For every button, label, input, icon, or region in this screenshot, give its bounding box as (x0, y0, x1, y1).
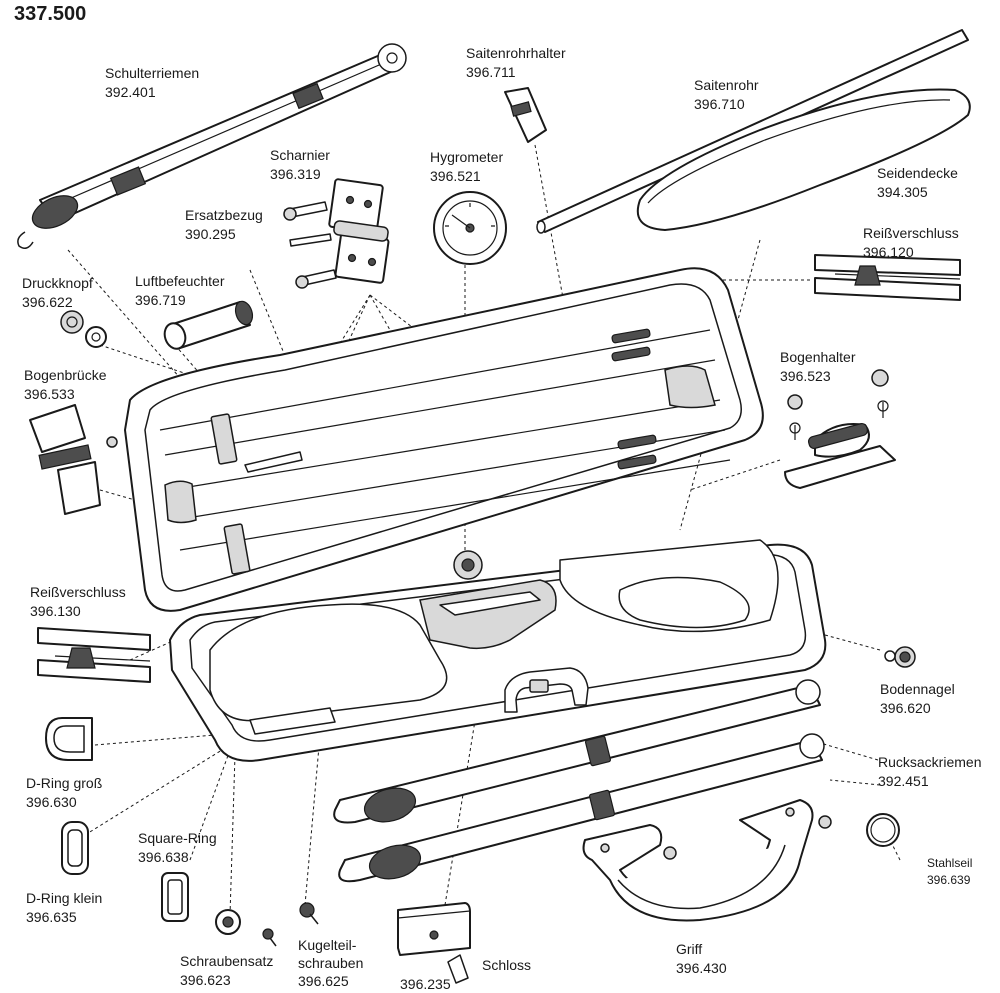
label-hygrometer: Hygrometer 396.521 (430, 149, 507, 184)
label-d-ring-gross: D-Ring groß 396.630 (26, 775, 106, 810)
hygrometer-icon (433, 191, 507, 265)
steel-cable-icon (866, 813, 900, 847)
label-bogenbruecke: Bogenbrücke 396.533 (24, 367, 110, 402)
label-saitenrohrhalter: Saitenrohrhalter 396.711 (466, 45, 570, 80)
screw-set-icon (215, 909, 277, 947)
snap-button-icon (60, 310, 107, 348)
bow-bridge-icon (29, 404, 118, 515)
zipper-bottom-icon (37, 627, 151, 683)
backpack-straps-icon (333, 679, 825, 883)
humidifier-icon (163, 300, 254, 350)
label-scharnier: Scharnier 396.319 (270, 147, 334, 182)
d-ring-small-icon (61, 821, 89, 875)
square-ring-icon (161, 872, 189, 922)
label-schulterriemen: Schulterriemen 392.401 (105, 65, 203, 100)
d-ring-large-icon (45, 717, 93, 761)
zipper-top-icon (814, 254, 961, 301)
bow-holder-icon (784, 369, 896, 489)
label-schraubensatz: Schraubensatz 396.623 (180, 953, 277, 988)
hinge-icon (283, 178, 390, 289)
diagram-title: 337.500 (14, 3, 86, 25)
label-griff: Griff 396.430 (676, 941, 727, 976)
label-rucksackriemen: Rucksackriemen 392.451 (878, 754, 985, 789)
handle-icon (582, 799, 832, 922)
label-bodennagel: Bodennagel 396.620 (880, 681, 959, 716)
label-schloss-number: 396.235 (400, 976, 451, 992)
part-labels: Schulterriemen 392.401 Saitenrohrhalter … (22, 45, 985, 992)
string-tube-icon (536, 29, 969, 234)
shoulder-strap-icon (17, 43, 407, 249)
case-lid-icon (124, 267, 764, 612)
label-schloss: Schloss (482, 957, 531, 973)
lock-icon (397, 902, 471, 984)
label-bogenhalter: Bogenhalter 396.523 (780, 349, 859, 384)
floor-stud-icon (884, 646, 916, 668)
label-reissverschluss-unten: Reißverschluss 396.130 (30, 584, 130, 619)
case-body-icon (169, 539, 827, 762)
silk-cover-icon (636, 88, 971, 231)
label-luftbefeuchter: Luftbefeuchter 396.719 (135, 273, 228, 308)
label-druckknopf: Druckknopf 396.622 (22, 275, 97, 310)
label-reissverschluss-oben: Reißverschluss 396.120 (863, 225, 963, 260)
label-d-ring-klein: D-Ring klein 396.635 (26, 890, 106, 925)
label-stahlseil: Stahlseil 396.639 (927, 856, 976, 887)
label-ersatzbezug: Ersatzbezug 390.295 (185, 207, 267, 242)
label-saitenrohr: Saitenrohr 396.710 (694, 77, 762, 112)
label-seidendecke: Seidendecke 394.305 (877, 165, 962, 200)
string-tube-holder-icon (504, 87, 547, 143)
label-square-ring: Square-Ring 396.638 (138, 830, 221, 865)
ball-screws-icon (299, 902, 319, 925)
label-kugelteilschrauben: Kugelteil- schrauben 396.625 (298, 937, 367, 989)
